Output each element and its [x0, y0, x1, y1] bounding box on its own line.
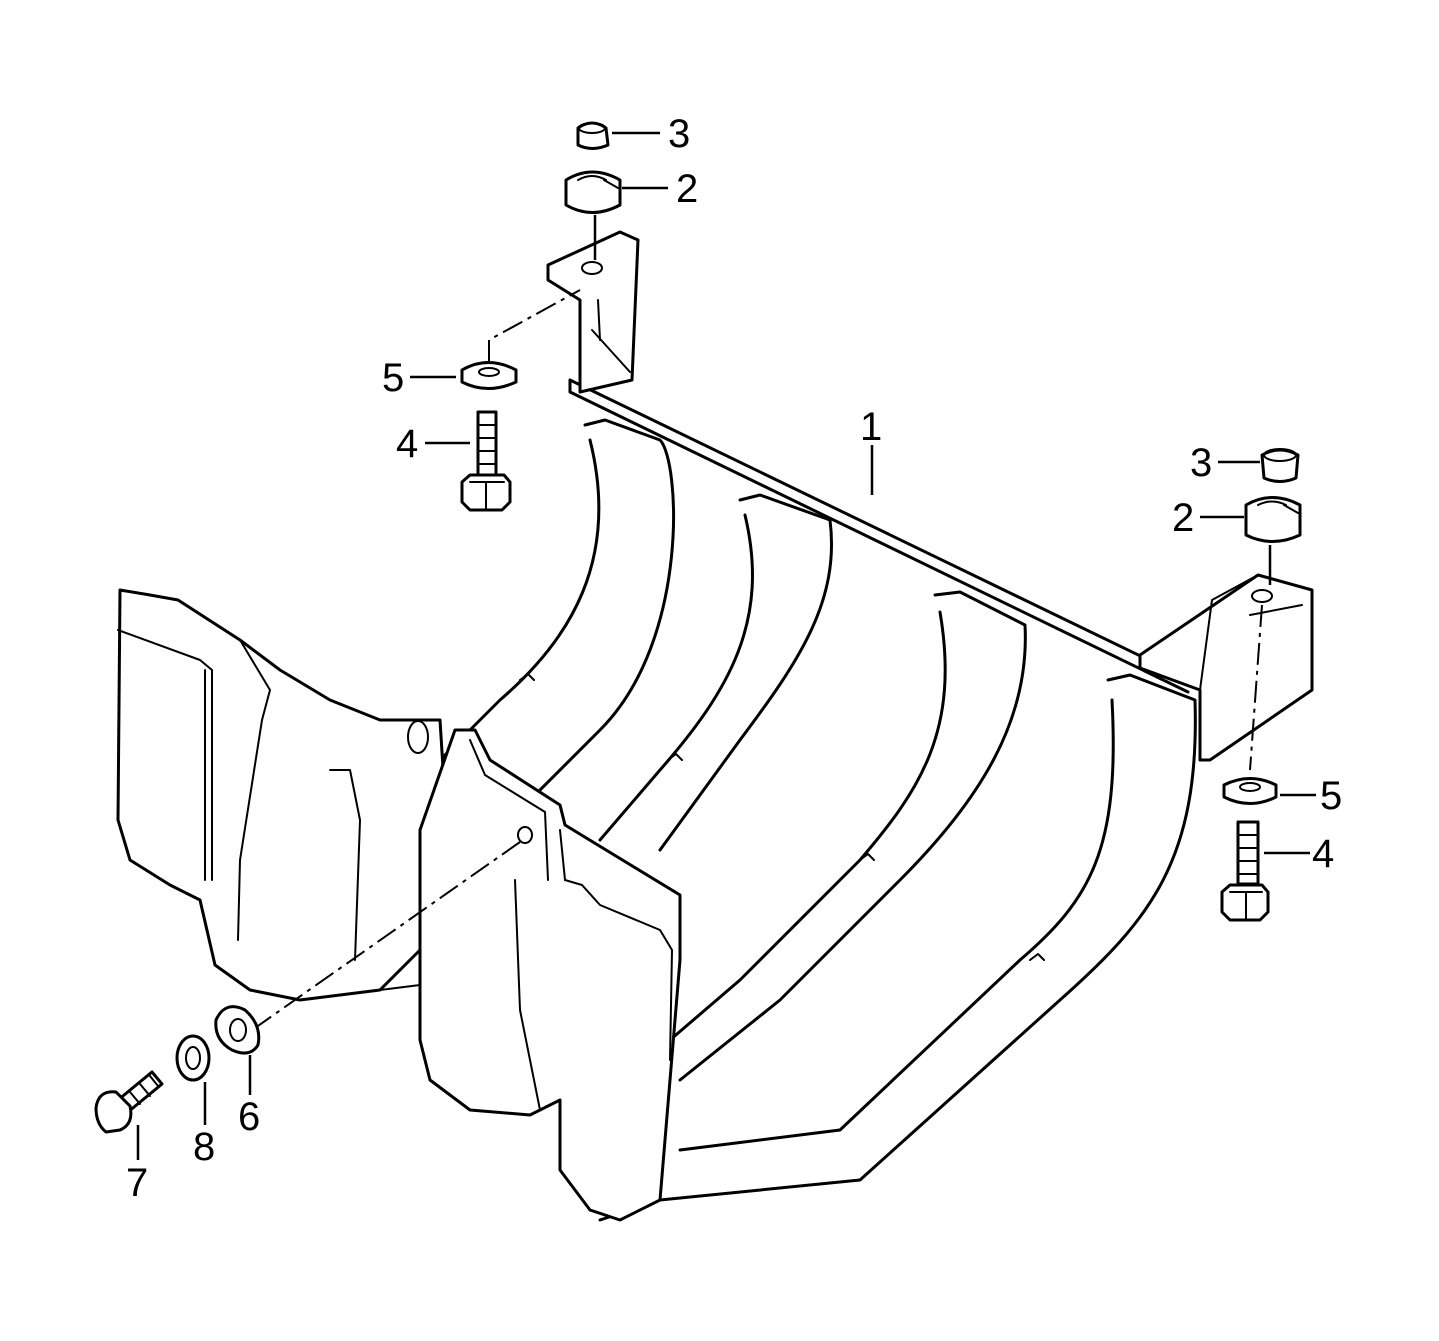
heat-shield-assembly	[116, 230, 1314, 1222]
callout-8: 8	[193, 1125, 215, 1169]
callout-1: 1	[860, 405, 882, 449]
leader-lines	[136, 131, 1316, 1160]
bottom-left-hardware	[94, 841, 521, 1134]
callout-7: 7	[126, 1161, 148, 1205]
callout-2-top-left: 2	[676, 167, 698, 211]
callout-4-right: 4	[1312, 832, 1334, 876]
split-bushing-right	[1244, 496, 1302, 543]
callout-5-right: 5	[1320, 774, 1342, 818]
callout-5-top-left: 5	[382, 356, 404, 400]
callout-labels: 1 3 2 5 4 3 2 5 4 6 8 7	[126, 112, 1342, 1205]
lock-washer	[214, 1005, 261, 1055]
split-bushing-top-left	[564, 170, 622, 214]
callout-6: 6	[238, 1095, 260, 1139]
hex-bolt-top-left	[476, 410, 498, 480]
callout-4-top-left: 4	[396, 422, 418, 466]
callout-2-right: 2	[1172, 496, 1194, 540]
top-left-hardware	[460, 121, 622, 512]
right-hardware	[1220, 448, 1302, 922]
callout-3-right: 3	[1190, 441, 1212, 485]
flat-washer	[175, 1034, 211, 1082]
callout-3-top-left: 3	[668, 112, 690, 156]
rubber-cap-right	[1260, 448, 1300, 483]
